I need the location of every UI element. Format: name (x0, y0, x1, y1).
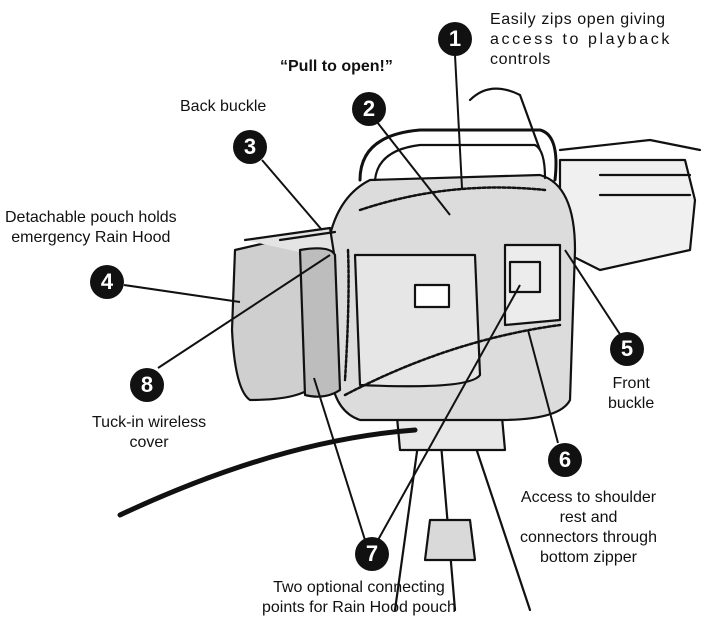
pointer-line (157, 254, 331, 369)
marker-5: 5 (610, 332, 644, 366)
pan-bar (117, 427, 418, 518)
wireless-cover (298, 247, 342, 398)
marker-6: 6 (548, 443, 582, 477)
mic-holder (468, 87, 542, 152)
marker-1: 1 (438, 22, 472, 56)
tripod-leg (468, 428, 532, 612)
pointer-line (454, 54, 463, 189)
pointer-line (123, 284, 241, 303)
bottom-zipper (343, 323, 562, 397)
marker-7: 7 (355, 537, 389, 571)
lens-barrel (558, 158, 697, 272)
pointer-line (527, 329, 559, 444)
label-1: Easily zips open giving access to playba… (490, 11, 672, 68)
marker-8: 8 (130, 368, 164, 402)
marker-2: 2 (352, 92, 386, 126)
label-8: Tuck-in wireless cover (92, 414, 207, 451)
label-2: “Pull to open!” (280, 58, 393, 75)
marker-4: 4 (90, 265, 124, 299)
pointer-line (564, 249, 626, 343)
pointer-line (261, 159, 323, 231)
tripod-knob (423, 518, 477, 562)
label-7: Two optional connecting points for Rain … (262, 579, 456, 616)
pointer-line (377, 284, 521, 541)
label-4: Detachable pouch holds emergency Rain Ho… (5, 209, 177, 246)
marker-3: 3 (233, 130, 267, 164)
pointer-line (313, 377, 366, 541)
pointer-line (376, 121, 451, 216)
label-5: Front buckle (608, 375, 655, 412)
top-zipper (358, 186, 547, 212)
top-handle (358, 128, 558, 182)
label-3: Back buckle (180, 98, 267, 115)
side-pocket (353, 253, 482, 388)
label-6: Access to shoulder rest and connectors t… (520, 489, 657, 566)
tripod-leg (393, 428, 422, 612)
